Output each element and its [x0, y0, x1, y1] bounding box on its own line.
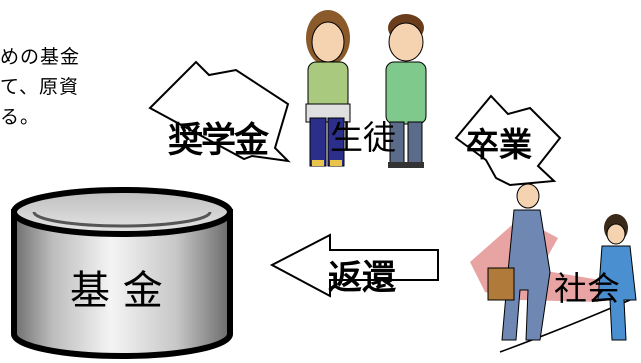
repayment-arrow [269, 233, 439, 298]
intro-line-1: めの基金 [0, 46, 81, 68]
students-label: 生徒 [330, 118, 396, 157]
society-label: 社会 [554, 269, 620, 308]
fund-cylinder [11, 187, 233, 359]
intro-line-2: て、原資 [0, 76, 80, 98]
intro-line-3: る。 [0, 106, 41, 128]
student-man-figure [385, 14, 427, 168]
graduation-label: 卒業 [466, 125, 532, 164]
intro-paragraph: めの基金 て、原資 る。 [0, 42, 80, 132]
repayment-label: 返還 [328, 258, 396, 298]
scholarship-label: 奨学金 [168, 121, 269, 161]
society-illustration [470, 183, 637, 353]
student-woman-figure [305, 10, 351, 167]
graduation-arrow [454, 94, 562, 187]
scholarship-arrow [148, 60, 291, 163]
fund-label: 基 金 [70, 268, 163, 314]
